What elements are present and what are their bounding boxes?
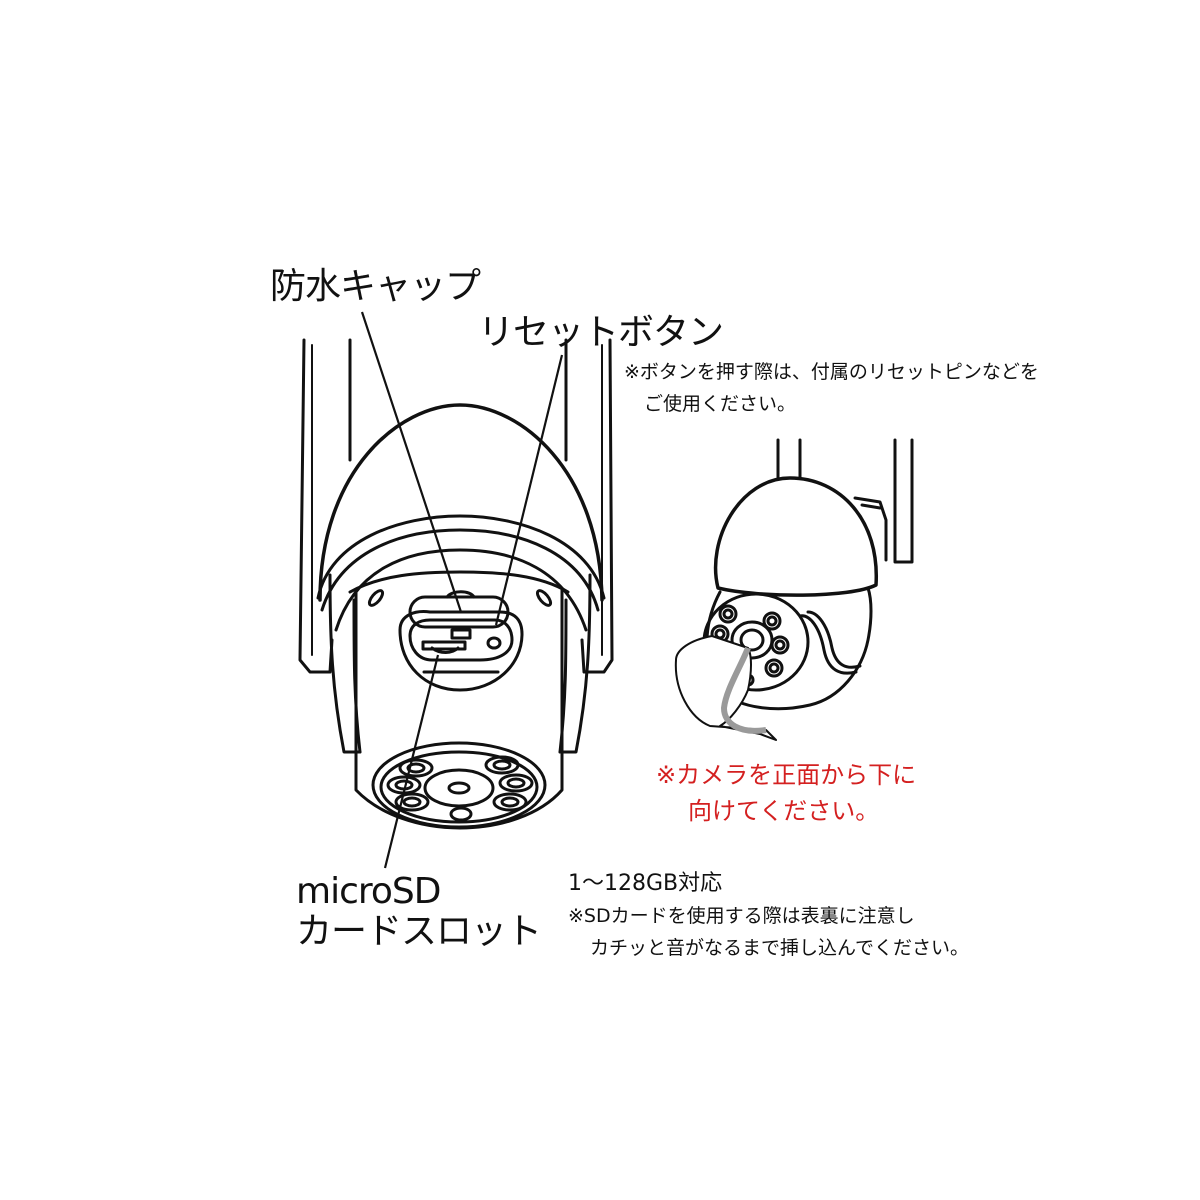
orientation-warning-line2: 向けてください。 — [688, 797, 880, 825]
reset-hole-shape — [486, 636, 502, 650]
sd-note-line2: カチッと音がなるまで挿し込んでください。 — [590, 937, 970, 959]
leader-microsd — [383, 654, 440, 869]
left-antenna — [298, 338, 352, 674]
label-waterproof-cap: 防水キャップ — [270, 266, 481, 307]
label-reset-button: リセットボタン — [478, 312, 724, 353]
label-microsd-line1: microSD — [296, 871, 441, 912]
label-microsd-line2: カードスロット — [296, 911, 542, 952]
leader-reset-button — [494, 354, 564, 626]
protective-film — [674, 635, 777, 741]
reset-note-line2: ご使用ください。 — [644, 393, 797, 415]
orientation-warning-line1: ※カメラを正面から下に — [656, 761, 917, 789]
right-antenna — [564, 338, 614, 674]
reset-note-line1: ※ボタンを押す際は、付属のリセットピンなどを — [624, 361, 1039, 383]
microsd-slot-shape — [421, 640, 467, 651]
dome — [318, 403, 604, 602]
leader-waterproof-cap — [360, 311, 463, 613]
sd-capacity: 1～128GB対応 — [568, 871, 723, 896]
sd-note-line1: ※SDカードを使用する際は表裏に注意し — [568, 905, 915, 927]
